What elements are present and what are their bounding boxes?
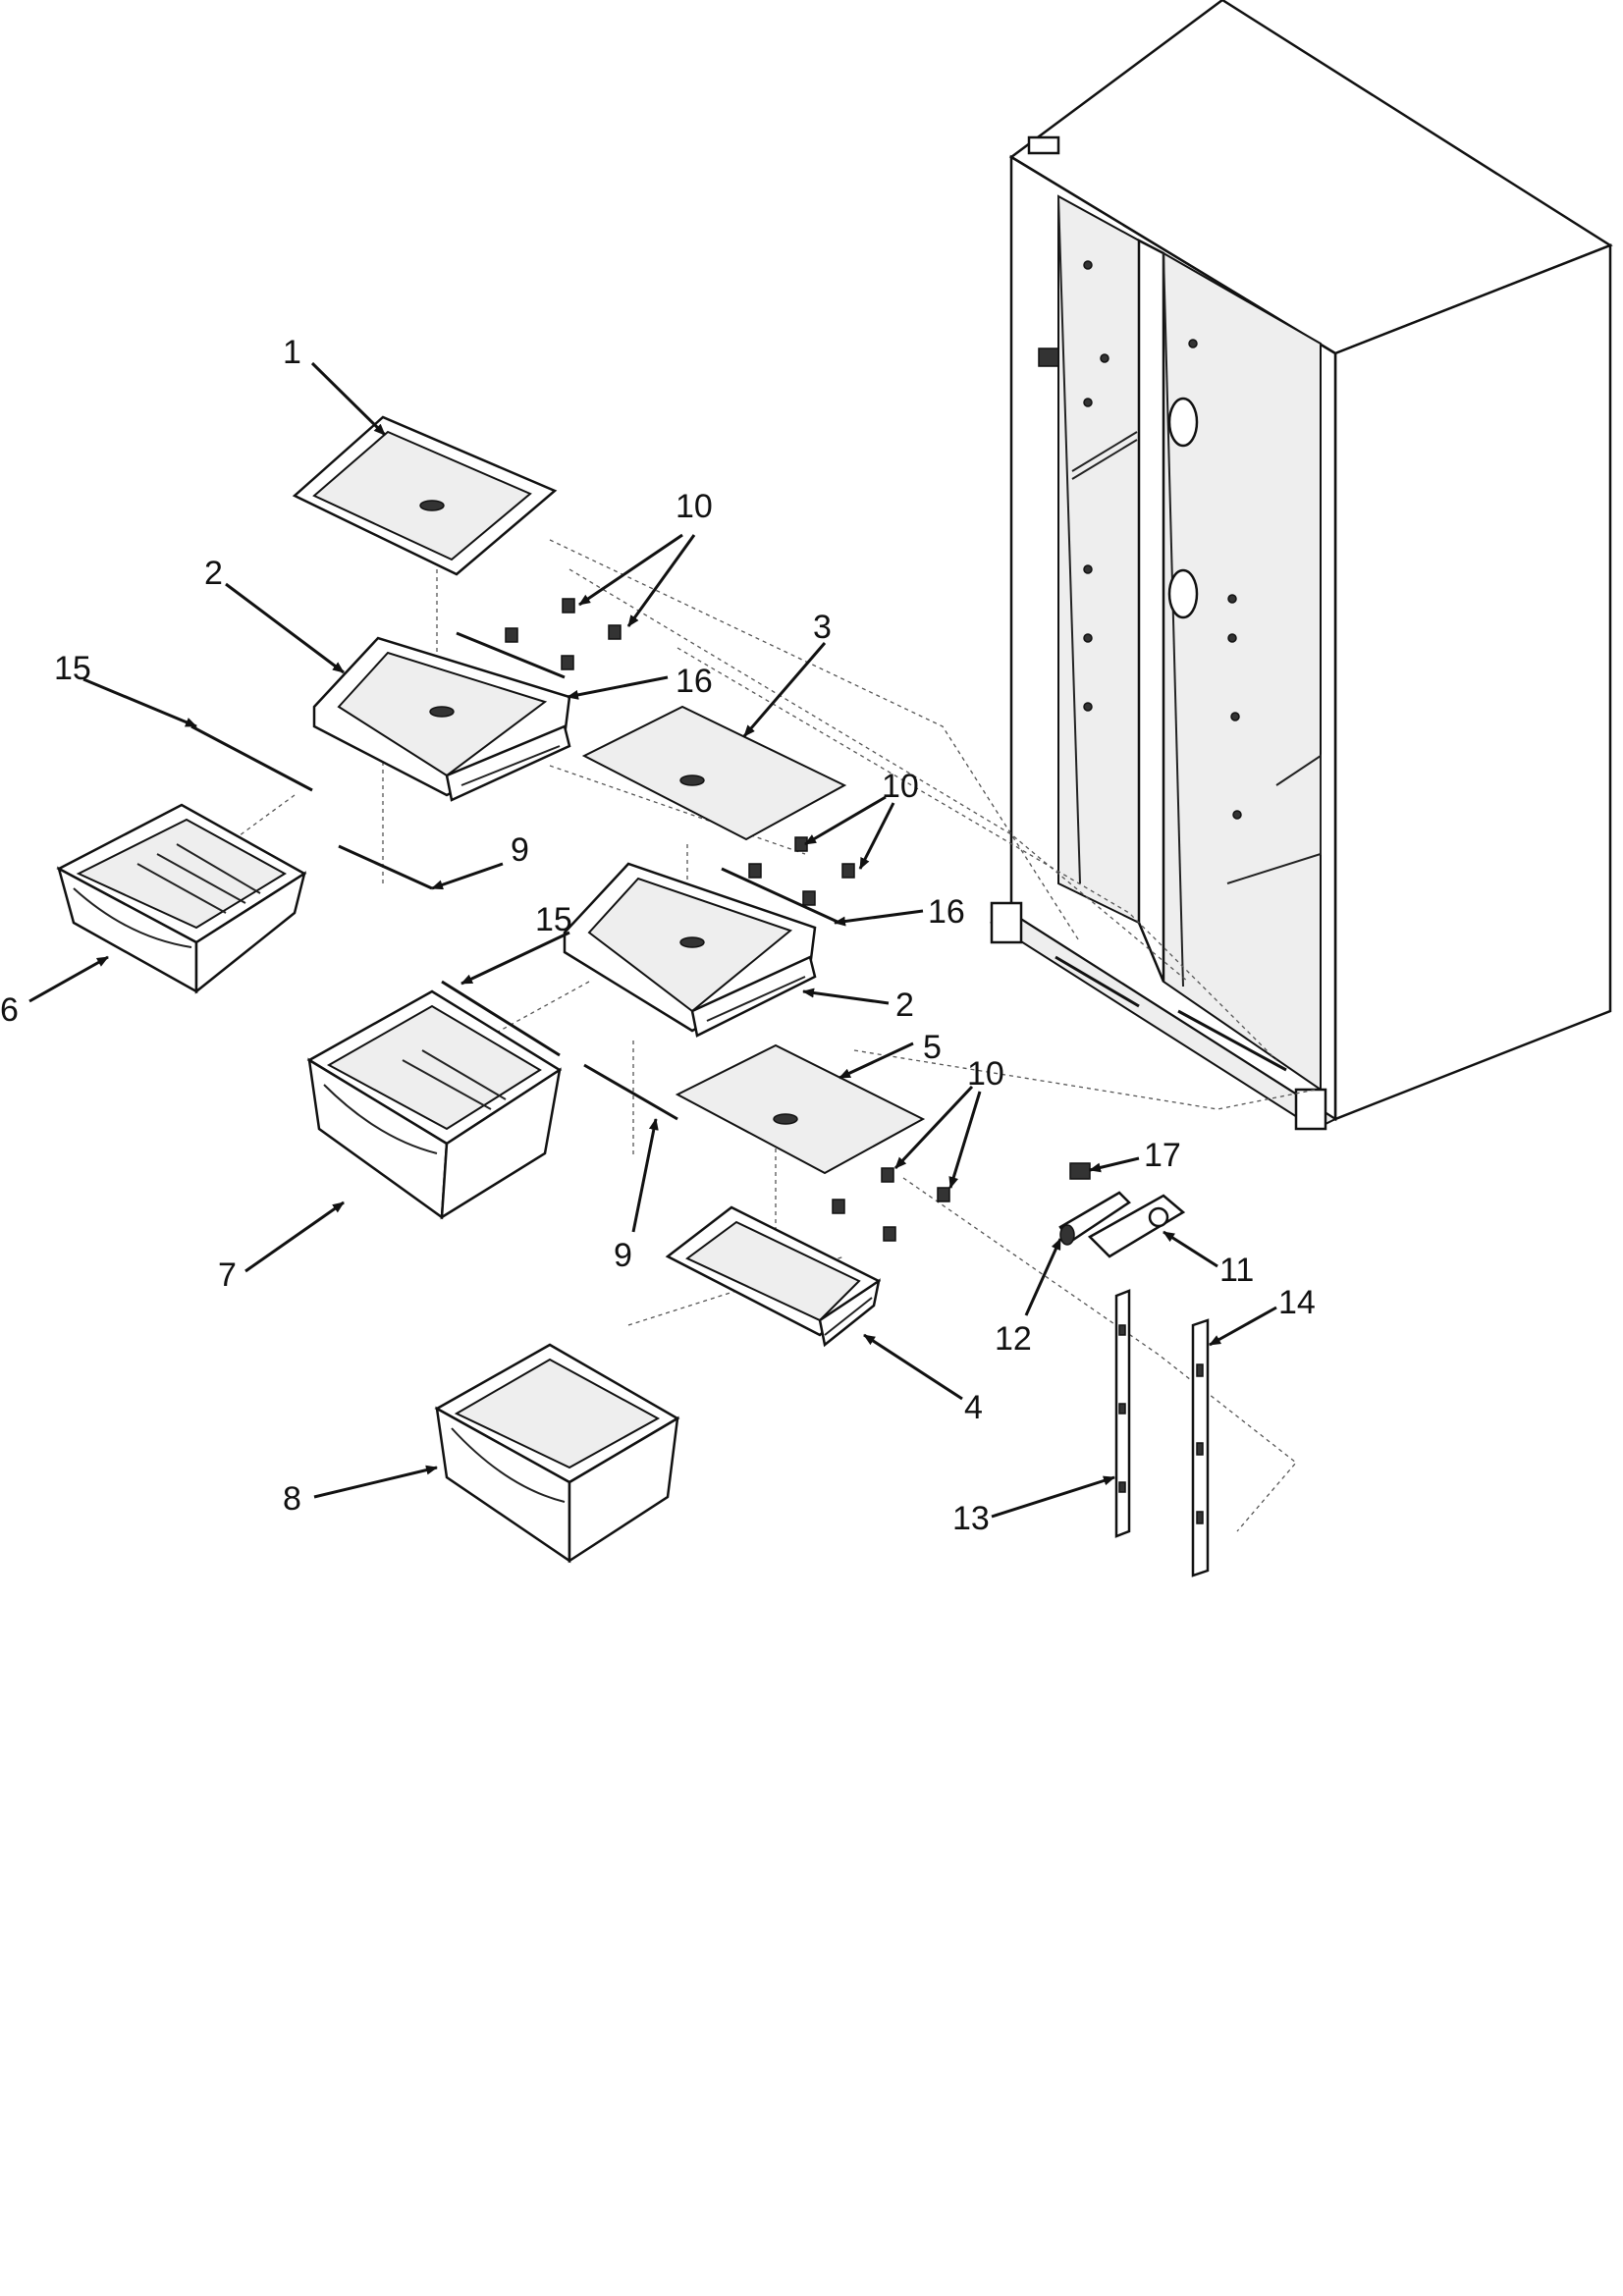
part-15-rod-lower	[441, 980, 561, 1057]
callout-16-lower: 16	[928, 893, 965, 931]
part-10-clips-lower	[832, 1167, 950, 1242]
callout-7: 7	[218, 1256, 237, 1294]
part-8-drawer-lower	[434, 1343, 680, 1564]
callout-15-lower: 15	[535, 901, 572, 938]
part-5-shelf-cover	[675, 1043, 926, 1175]
callout-9-upper: 9	[511, 831, 529, 869]
part-2-pan-frame-lower	[563, 862, 817, 1038]
part-13-rail	[1114, 1289, 1131, 1538]
callout-10-lower: 10	[967, 1055, 1004, 1093]
callout-4: 4	[964, 1389, 983, 1426]
callout-10-middle: 10	[882, 768, 919, 805]
callout-5: 5	[923, 1029, 942, 1066]
callout-labels: 1 2 2 3 4 5 6 7 8 9 9 10 10 10 11 12 13 …	[0, 334, 1316, 1537]
part-3-shelf-cover	[581, 705, 847, 841]
part-16-rail-lower	[721, 867, 840, 925]
callout-16-upper: 16	[676, 663, 713, 700]
part-14-rail	[1191, 1318, 1210, 1577]
callout-3: 3	[813, 609, 832, 646]
part-16-rail-upper	[456, 631, 566, 679]
callout-12: 12	[995, 1320, 1032, 1358]
part-12-bracket	[1058, 1191, 1131, 1246]
callout-2-lower: 2	[895, 987, 914, 1024]
callout-1: 1	[283, 334, 301, 371]
part-17-clip	[1069, 1162, 1091, 1180]
callout-6: 6	[0, 991, 19, 1029]
part-4-pan	[665, 1205, 882, 1348]
callout-leaders	[28, 361, 1277, 1519]
part-7-drawer-middle	[306, 989, 563, 1220]
part-10-clips-middle	[748, 836, 855, 906]
callout-14: 14	[1278, 1284, 1316, 1321]
callout-8: 8	[283, 1480, 301, 1518]
part-2-pan-frame-upper	[312, 636, 571, 802]
callout-17: 17	[1144, 1137, 1181, 1174]
callout-15-upper: 15	[54, 650, 91, 687]
refrigerator-cabinet	[989, 0, 1613, 1131]
part-15-rod-upper	[190, 724, 313, 792]
part-1-shelf-cover	[292, 415, 558, 576]
part-9-rod-lower	[583, 1063, 678, 1121]
part-9-rod-upper	[338, 844, 433, 890]
part-6-drawer-upper	[56, 803, 307, 994]
callout-11: 11	[1219, 1252, 1254, 1289]
callout-9-lower: 9	[614, 1237, 632, 1274]
callout-2-upper: 2	[204, 555, 223, 592]
part-10-clips-upper	[505, 598, 622, 670]
callout-13: 13	[952, 1500, 990, 1537]
part-11-cover	[1087, 1194, 1186, 1258]
callout-10-upper: 10	[676, 488, 713, 525]
